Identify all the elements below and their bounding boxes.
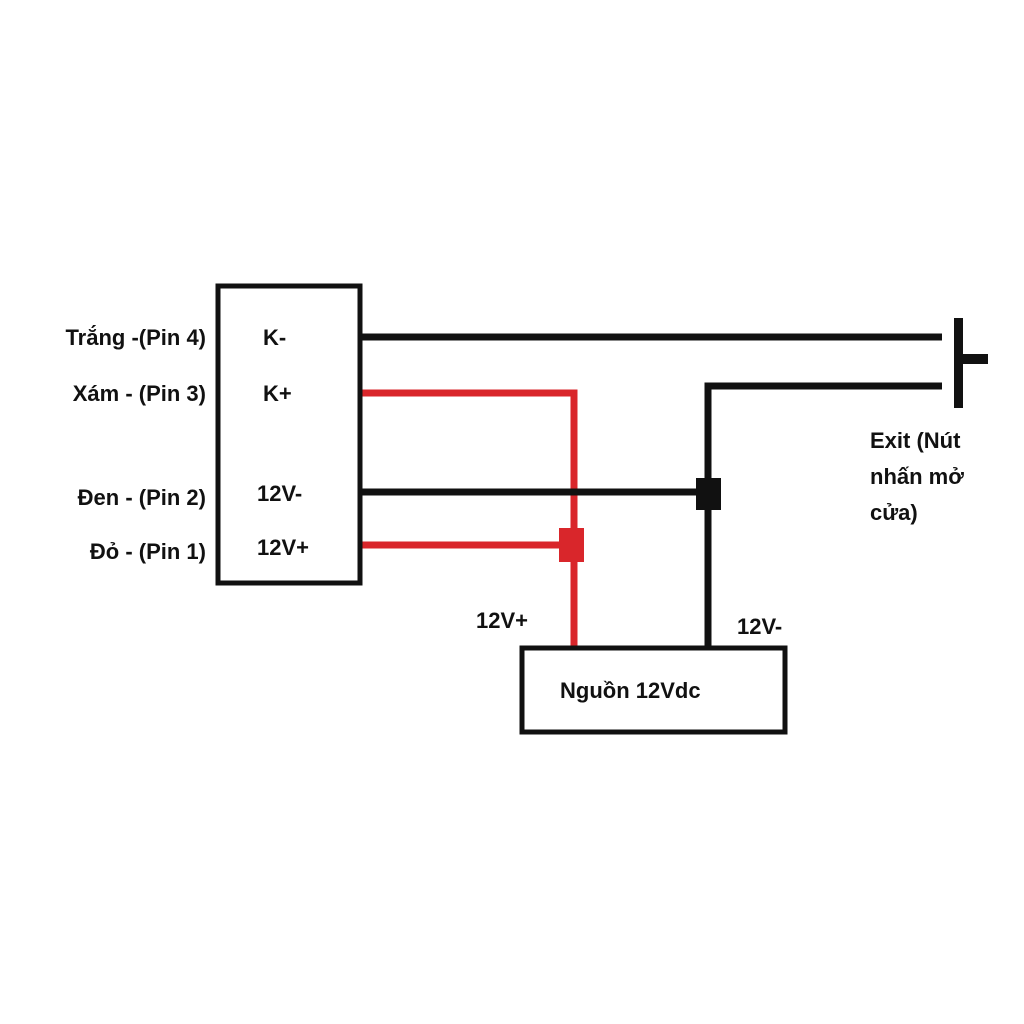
junction-positive [559, 528, 584, 562]
pin-label-4: Trắng -(Pin 4) [65, 325, 206, 350]
supply-positive-label: 12V+ [476, 608, 528, 633]
pin-label-1: Đỏ - (Pin 1) [90, 539, 206, 564]
power-supply-box [519, 645, 788, 735]
exit-label-line-2: nhấn mở [870, 464, 964, 489]
pin-label-3: Xám - (Pin 3) [73, 381, 206, 406]
exit-button-label: Exit (Nút nhấn mở cửa) [870, 428, 964, 525]
controller-box [215, 283, 363, 586]
wire-k-plus [362, 389, 578, 650]
terminal-k-plus: K+ [263, 381, 292, 406]
push-button-icon [954, 318, 988, 408]
wires [362, 333, 942, 650]
terminal-12v-plus: 12V+ [257, 535, 309, 560]
pin-label-2: Đen - (Pin 2) [78, 485, 206, 510]
power-supply-label: Nguồn 12Vdc [560, 678, 701, 703]
wire-supply-negative [704, 382, 942, 650]
terminal-12v-minus: 12V- [257, 481, 302, 506]
terminal-k-minus: K- [263, 325, 286, 350]
exit-label-line-3: cửa) [870, 500, 918, 525]
junction-negative [696, 478, 721, 510]
exit-label-line-1: Exit (Nút [870, 428, 961, 453]
supply-negative-label: 12V- [737, 614, 782, 639]
